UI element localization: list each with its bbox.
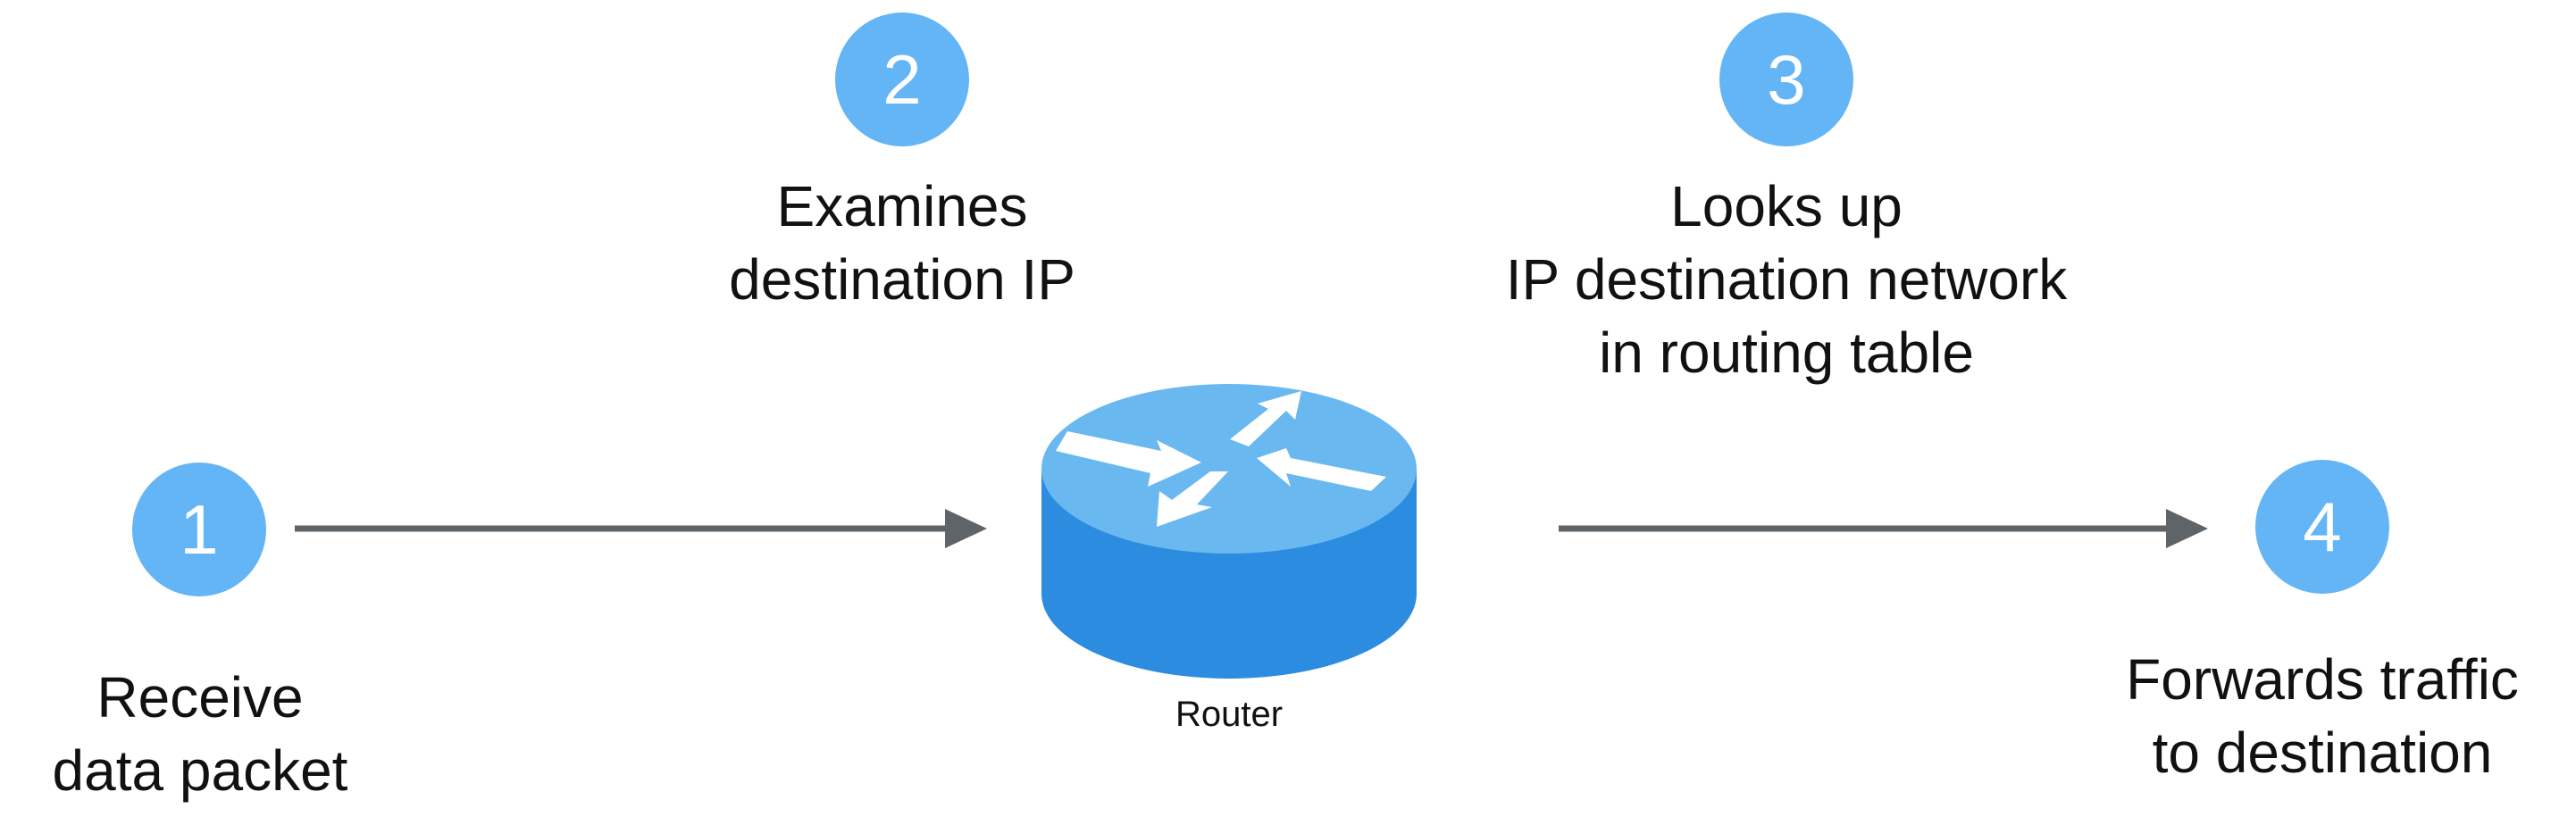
router-arrow-in-left [1056,431,1201,487]
step-4-line-1: Forwards traffic [2126,647,2519,712]
step-4-line-2: to destination [2152,721,2493,785]
arrow-step1-to-router [295,509,987,548]
step-1-badge: 1 [132,462,266,596]
router-arrow-in-right [1257,448,1386,491]
step-1-number: 1 [180,489,219,569]
router-label: Router [1175,695,1284,734]
step-1-line-2: data packet [52,738,348,803]
router-icon [1041,384,1417,679]
step-4-number: 4 [2303,487,2342,566]
step-3-number: 3 [1767,39,1806,119]
step-2-line-2: destination IP [729,247,1075,312]
step-3-line-3: in routing table [1599,321,1974,385]
step-4-badge: 4 [2255,460,2389,594]
arrow-router-to-step4 [1559,509,2208,548]
step-3-line-2: IP destination network [1505,247,2068,312]
step-2-badge: 2 [835,12,969,146]
step-3-line-1: Looks up [1670,174,1903,238]
step-4-label: Forwards traffic to destination [2072,643,2572,789]
step-3-badge: 3 [1719,12,1853,146]
step-1-line-1: Receive [96,665,304,729]
step-2-number: 2 [882,39,922,119]
step-1-label: Receive data packet [0,661,400,807]
step-2-line-1: Examines [776,174,1028,238]
router-arrow-out-up [1230,391,1301,446]
step-2-label: Examines destination IP [679,170,1125,316]
router-arrow-out-down [1157,471,1228,527]
step-3-label: Looks up IP destination network in routi… [1429,170,2144,389]
